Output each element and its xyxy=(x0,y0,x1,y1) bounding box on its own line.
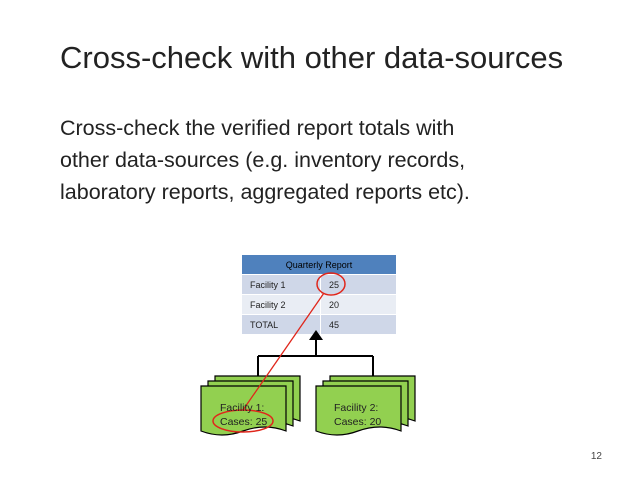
page-number: 12 xyxy=(590,451,602,462)
row-value: 20 xyxy=(320,294,397,315)
body-line: other data-sources (e.g. inventory recor… xyxy=(60,148,466,172)
cross-check-link xyxy=(242,292,325,411)
table-row: Facility 2 20 xyxy=(241,294,397,315)
facility-1-document-label: Facility 1: Cases: 25 xyxy=(220,401,267,429)
row-label: TOTAL xyxy=(241,314,321,335)
slide-title: Cross-check with other data-sources xyxy=(60,40,564,75)
row-label: Facility 1 xyxy=(241,274,321,295)
row-value: 45 xyxy=(320,314,397,335)
report-header: Quarterly Report xyxy=(241,254,397,275)
quarterly-report-table: Quarterly Report Facility 1 25 Facility … xyxy=(241,254,397,335)
document-line: Facility 2: xyxy=(334,402,379,414)
table-row: TOTAL 45 xyxy=(241,314,397,335)
row-label: Facility 2 xyxy=(241,294,321,315)
slide-body: Cross-check the verified report totals w… xyxy=(60,112,620,208)
highlight-circle-report xyxy=(316,272,346,296)
document-line: Cases: 20 xyxy=(334,416,382,428)
facility-2-document-label: Facility 2: Cases: 20 xyxy=(334,401,381,429)
arrow-up-icon xyxy=(309,330,323,340)
body-line: Cross-check the verified report totals w… xyxy=(60,116,455,140)
body-line: laboratory reports, aggregated reports e… xyxy=(60,180,470,204)
facility-2-document-stack xyxy=(315,375,416,436)
document-line: Facility 1: xyxy=(220,402,265,414)
document-line: Cases: 25 xyxy=(220,416,268,428)
